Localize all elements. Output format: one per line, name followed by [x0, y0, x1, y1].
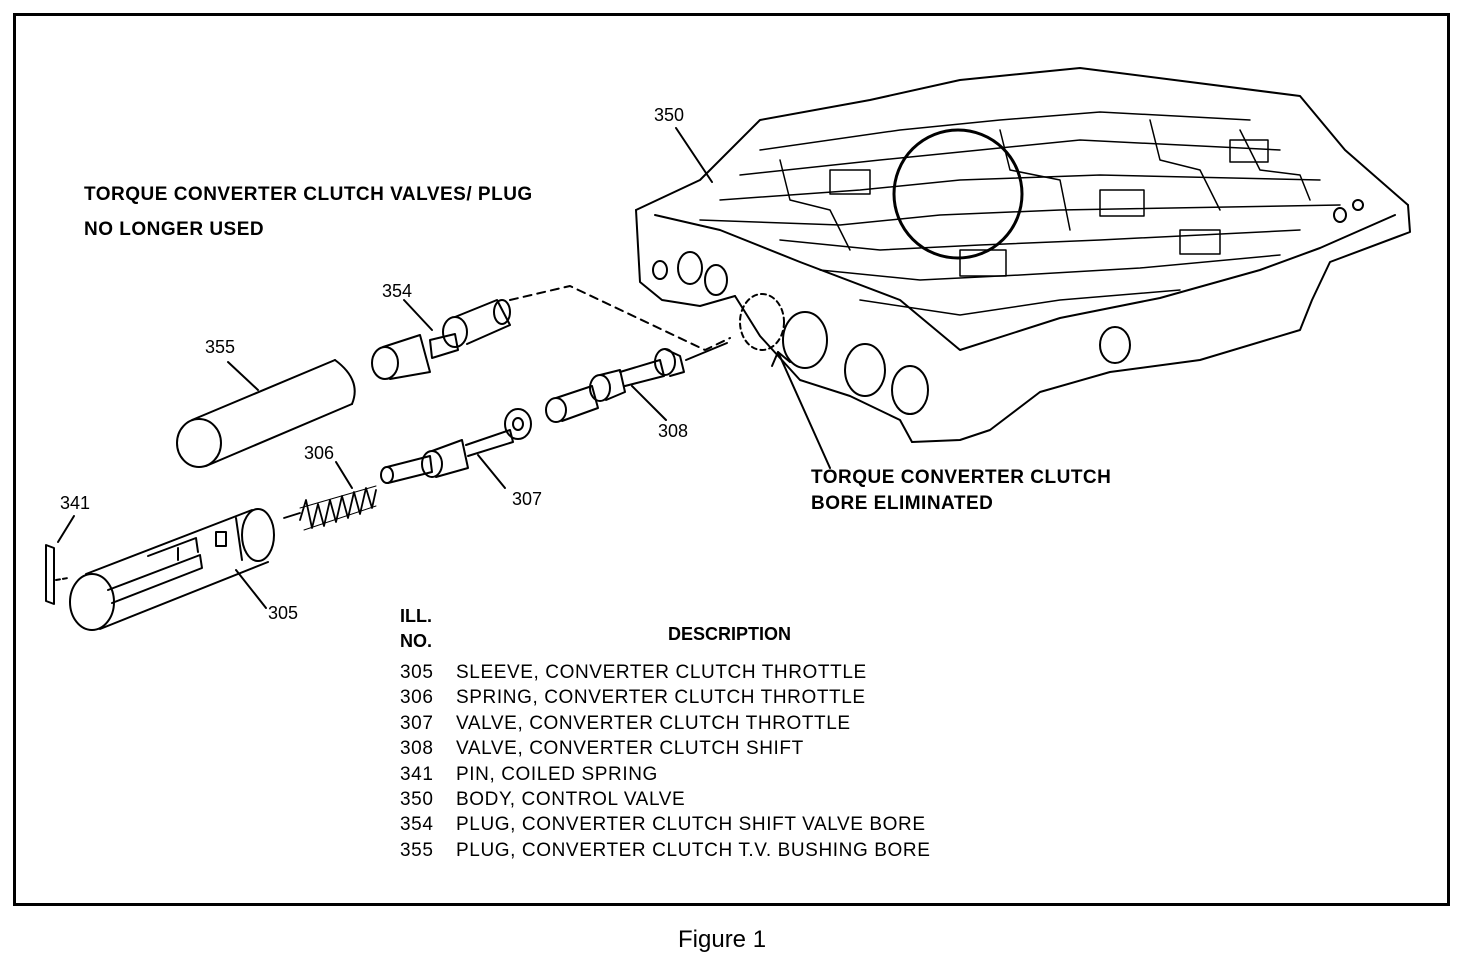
- callout-306: 306: [304, 443, 335, 463]
- legend-row: 350 BODY, CONTROL VALVE: [400, 789, 930, 814]
- figure-caption: Figure 1: [678, 926, 767, 953]
- legend-row: 341 PIN, COILED SPRING: [400, 764, 930, 789]
- callout-354: 354: [382, 281, 413, 301]
- bore-eliminated-note-line2: BORE ELIMINATED: [811, 493, 994, 514]
- leader-350: [675, 127, 713, 183]
- legend-row: 307 VALVE, CONVERTER CLUTCH THROTTLE: [400, 713, 930, 738]
- legend-number: 341: [400, 763, 434, 785]
- bore-eliminated-note-line1: TORQUE CONVERTER CLUTCH: [811, 467, 1112, 488]
- leader-306: [335, 461, 353, 489]
- callout-355: 355: [205, 337, 236, 357]
- legend-number: 350: [400, 788, 434, 810]
- legend-row: 355 PLUG, CONVERTER CLUTCH T.V. BUSHING B…: [400, 840, 930, 865]
- legend-description: SPRING, CONVERTER CLUTCH THROTTLE: [456, 687, 866, 709]
- spring-306: [283, 485, 377, 531]
- leader-305: [235, 569, 267, 609]
- sleeve-305: [69, 508, 275, 631]
- callout-308: 308: [658, 421, 689, 441]
- legend-row: 354 PLUG, CONVERTER CLUTCH SHIFT VALVE BO…: [400, 814, 930, 839]
- alignment-line-354: [509, 285, 731, 351]
- legend-description: SLEEVE, CONVERTER CLUTCH THROTTLE: [456, 662, 867, 683]
- plug-355: [176, 359, 356, 468]
- legend-description: VALVE, CONVERTER CLUTCH SHIFT: [456, 738, 804, 760]
- legend-header-no: NO.: [400, 631, 433, 651]
- valve-308: [545, 348, 685, 423]
- callout-305: 305: [268, 603, 299, 623]
- callout-307: 307: [512, 489, 543, 509]
- legend-number: 355: [400, 839, 434, 861]
- legend-number: 305: [400, 662, 434, 683]
- valve-307: [380, 408, 532, 484]
- leader-341: [57, 515, 75, 543]
- legend-header-ill: ILL.: [400, 606, 432, 626]
- legend-number: 354: [400, 814, 434, 836]
- callout-350: 350: [654, 105, 685, 125]
- leader-bore: [777, 351, 831, 469]
- legend-number: 307: [400, 712, 434, 734]
- figure-frame: [13, 13, 1450, 906]
- legend-number: 308: [400, 738, 434, 760]
- control-valve-body-350: [635, 67, 1411, 443]
- removed-parts-note-line2: NO LONGER USED: [84, 219, 265, 240]
- parts-legend: 305 SLEEVE, CONVERTER CLUTCH THROTTLE 306…: [400, 662, 930, 865]
- legend-header-ill-no: ILL. NO.: [400, 604, 432, 654]
- callout-341: 341: [60, 493, 91, 513]
- leader-307: [477, 454, 506, 489]
- legend-description: VALVE, CONVERTER CLUTCH THROTTLE: [456, 712, 851, 734]
- alignment-line-308: [685, 342, 728, 361]
- plug-354: [371, 299, 511, 380]
- removed-parts-note-line1: TORQUE CONVERTER CLUTCH VALVES/ PLUG: [84, 184, 533, 205]
- legend-description: PLUG, CONVERTER CLUTCH T.V. BUSHING BORE: [456, 839, 931, 861]
- legend-header-description: DESCRIPTION: [668, 624, 792, 644]
- legend-description: PIN, COILED SPRING: [456, 763, 658, 785]
- legend-description: BODY, CONTROL VALVE: [456, 788, 686, 810]
- leader-354: [403, 299, 433, 331]
- legend-row: 305 SLEEVE, CONVERTER CLUTCH THROTTLE: [400, 662, 930, 687]
- legend-number: 306: [400, 687, 434, 709]
- pin-341: [45, 544, 55, 605]
- legend-description: PLUG, CONVERTER CLUTCH SHIFT VALVE BORE: [456, 814, 926, 836]
- leader-355: [227, 361, 259, 391]
- legend-row: 308 VALVE, CONVERTER CLUTCH SHIFT: [400, 738, 930, 763]
- leader-308: [631, 385, 667, 421]
- legend-row: 306 SPRING, CONVERTER CLUTCH THROTTLE: [400, 687, 930, 712]
